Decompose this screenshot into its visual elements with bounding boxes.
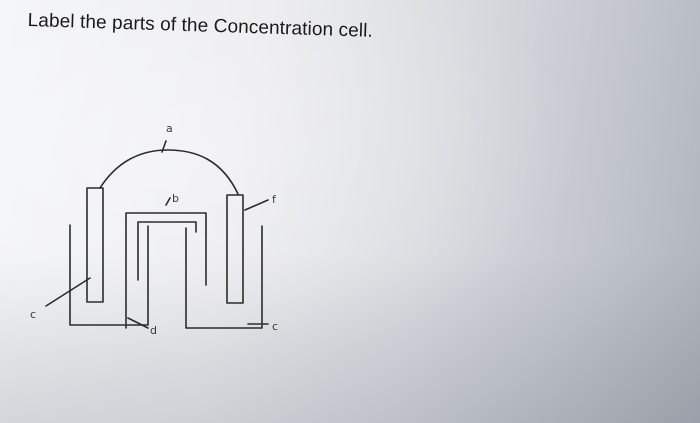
- right-electrode: [226, 194, 244, 304]
- label-a: a: [166, 122, 173, 135]
- label-a-pointer: [161, 140, 167, 153]
- label-d-pointer: [127, 317, 149, 329]
- label-c-left: c: [30, 308, 36, 321]
- label-b: b: [172, 192, 179, 205]
- label-c-right: c: [272, 320, 278, 333]
- label-b-pointer: [165, 197, 171, 206]
- label-f: f: [272, 193, 277, 206]
- left-electrode: [86, 187, 104, 303]
- left-container: [69, 224, 149, 326]
- label-d: d: [150, 324, 157, 337]
- external-wire-arc: [99, 149, 239, 195]
- label-f-pointer: [244, 199, 269, 211]
- salt-bridge: [125, 212, 207, 233]
- right-container: [185, 225, 263, 329]
- label-c-left-pointer: [45, 277, 91, 307]
